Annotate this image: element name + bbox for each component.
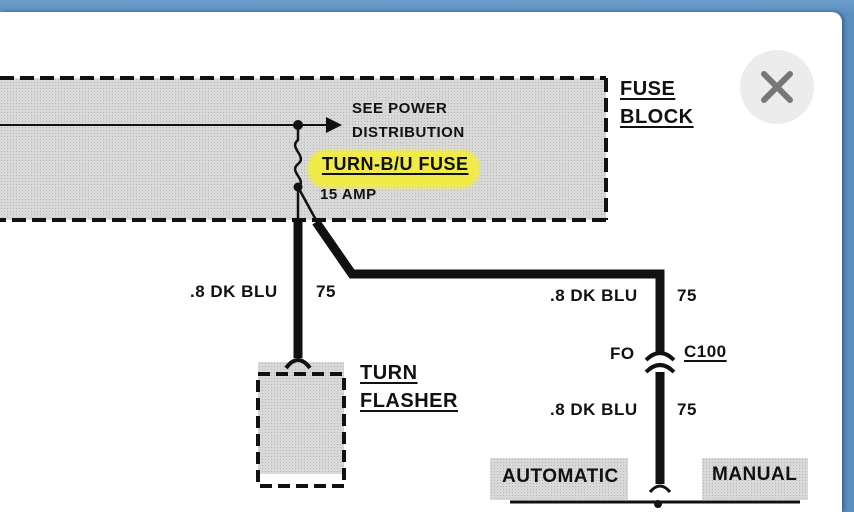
fuse-highlight	[308, 150, 480, 188]
fuse-block-label-line1: FUSE	[620, 78, 676, 100]
wire-right-top-circuit: 75	[677, 286, 697, 305]
wire-right-bottom-gauge: .8 DK BLU	[550, 400, 638, 419]
wire-left-circuit: 75	[316, 282, 336, 301]
wire-to-c100	[312, 219, 665, 352]
wire-left-gauge: .8 DK BLU	[190, 282, 278, 301]
fuse-block-label-line2: BLOCK	[620, 106, 694, 128]
wiring-diagram	[0, 76, 800, 508]
arrow-head	[326, 117, 342, 133]
fuse-rating-label: 15 AMP	[320, 186, 377, 203]
fuse-name-label: TURN-B/U FUSE	[322, 154, 469, 174]
automatic-label: AUTOMATIC	[502, 466, 619, 487]
manual-label-bg	[702, 458, 808, 500]
fuse-symbol	[293, 125, 303, 189]
window-titlebar	[0, 0, 854, 14]
see-power-label: SEE POWER	[352, 100, 448, 117]
automatic-label-bg	[490, 458, 628, 500]
close-button[interactable]	[740, 50, 814, 124]
image-viewer-panel: FUSE BLOCK SEE POWER DISTRIBUTION TURN-B…	[0, 12, 842, 512]
turn-flasher-label-line1: TURN	[360, 362, 418, 384]
flasher-border	[256, 372, 346, 488]
manual-label: MANUAL	[712, 464, 798, 485]
wire-right-top-gauge: .8 DK BLU	[550, 286, 638, 305]
connector-name-label: C100	[684, 342, 727, 361]
fuse-block-border	[0, 76, 608, 222]
connector-pin-label: FO	[610, 344, 635, 363]
distribution-label: DISTRIBUTION	[352, 124, 465, 141]
flasher-connector	[284, 358, 312, 370]
turn-flasher-box	[258, 362, 344, 474]
close-icon	[761, 71, 793, 103]
wire-right-bottom-circuit: 75	[677, 400, 697, 419]
turn-flasher-label-line2: FLASHER	[360, 390, 458, 412]
